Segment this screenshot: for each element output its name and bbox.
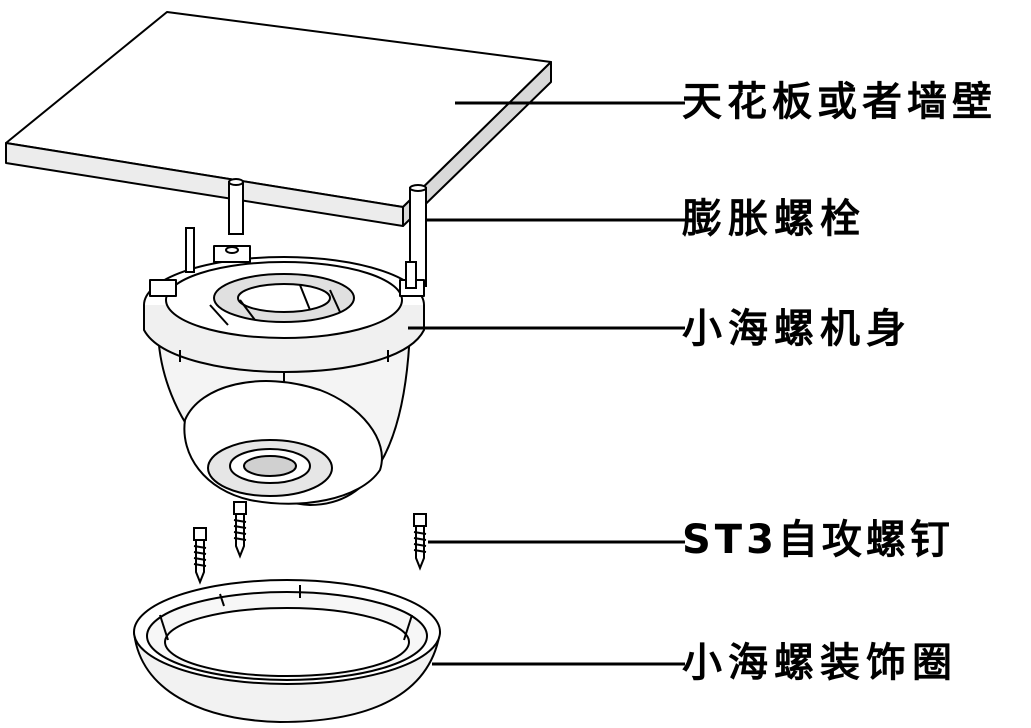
tapping-screw-2 [193, 527, 207, 585]
label-st3-tapping-screw: ST3自攻螺钉 [682, 517, 954, 563]
label-decorative-ring: 小海螺装饰圈 [682, 640, 958, 686]
decorative-ring-drawing [133, 579, 441, 723]
label-ceiling-or-wall: 天花板或者墙壁 [682, 79, 997, 125]
expansion-bolt-left [228, 178, 244, 235]
camera-body-drawing [143, 245, 425, 506]
tapping-screw-3 [413, 513, 427, 571]
leader-lines [408, 101, 685, 666]
ceiling-plate [5, 11, 552, 227]
label-camera-body: 小海螺机身 [682, 306, 912, 352]
label-expansion-bolt: 膨胀螺栓 [682, 196, 866, 242]
tapping-screw-1 [233, 501, 247, 559]
mounting-pins [185, 227, 417, 289]
